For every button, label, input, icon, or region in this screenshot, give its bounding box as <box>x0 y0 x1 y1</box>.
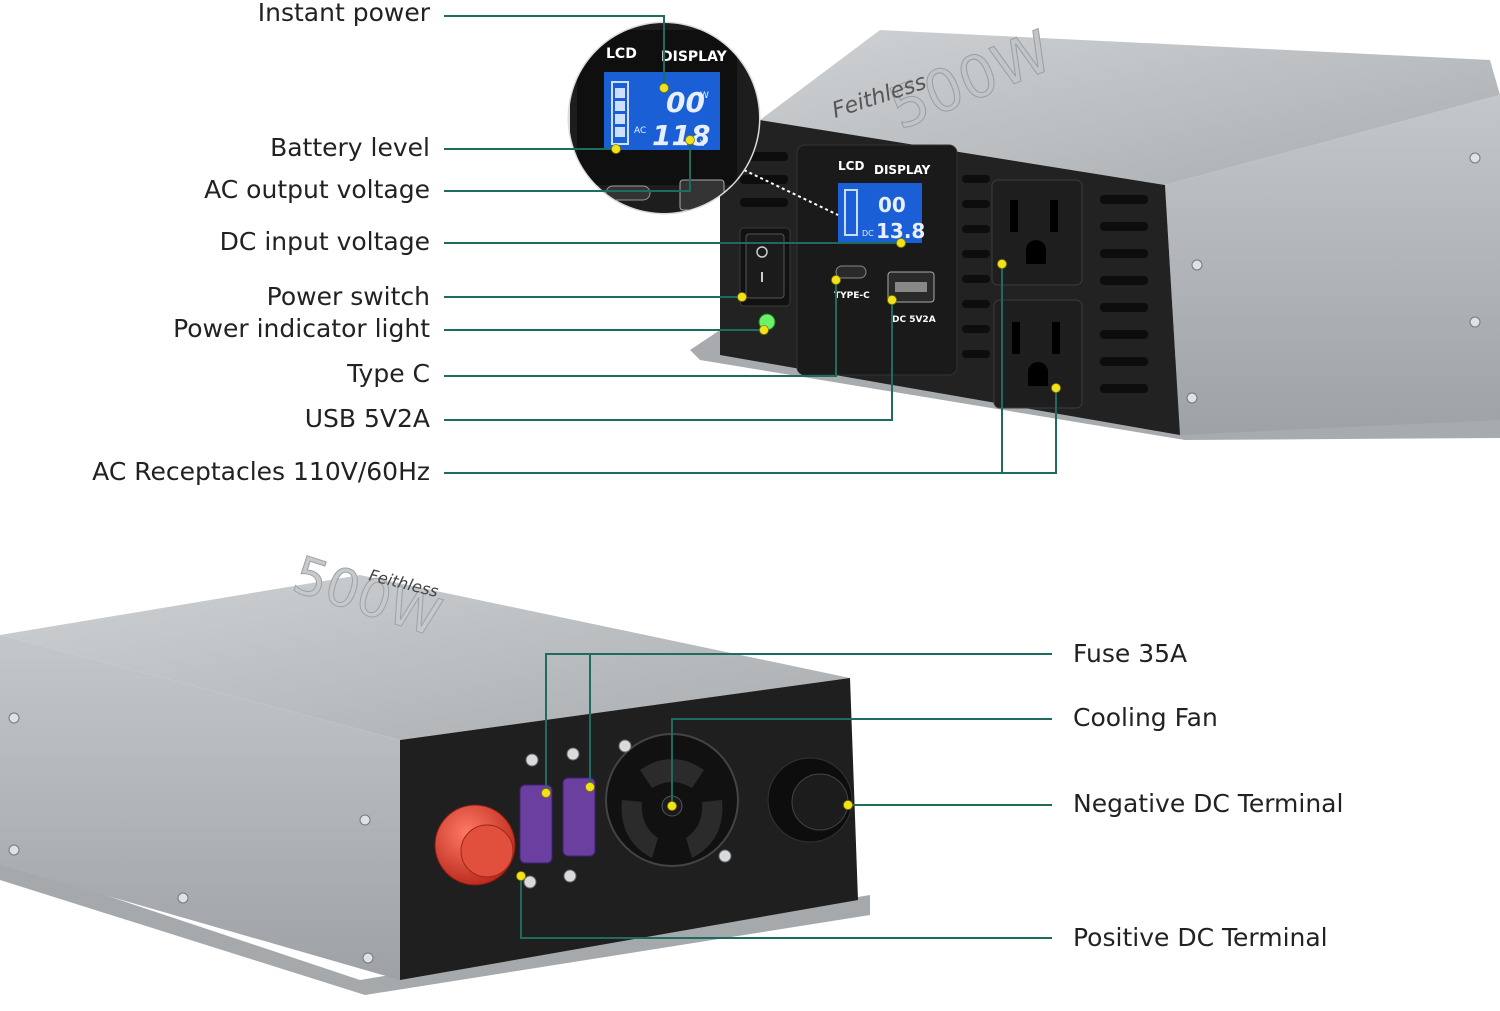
leader-ac-output <box>444 142 691 192</box>
zoom-volts: 118 <box>652 119 710 152</box>
case-side <box>0 635 400 980</box>
panel-display-text: DISPLAY <box>874 163 931 177</box>
ac-outlet-upper <box>991 179 1083 286</box>
leader-cooling-fan <box>671 718 1052 806</box>
label-dc-input-voltage: DC input voltage <box>219 227 430 256</box>
leader-type-c <box>444 280 837 377</box>
panel-mode: DC <box>862 229 874 238</box>
usb-label: DC 5V2A <box>892 315 936 325</box>
label-ac-receptacles: AC Receptacles 110V/60Hz <box>92 457 430 486</box>
type-c-port <box>835 265 867 279</box>
leader-usb <box>444 300 893 421</box>
zoom-unit-w: W <box>700 91 709 101</box>
leader-positive <box>520 876 1052 939</box>
zoom-unit-v: V <box>700 139 707 149</box>
label-battery-level: Battery level <box>270 133 430 162</box>
zoom-lcd-text: LCD <box>606 46 637 62</box>
label-power-indicator-light: Power indicator light <box>173 314 430 343</box>
leader-fuse <box>545 653 1052 793</box>
zoom-watts: 00 <box>666 86 705 119</box>
zoom-mode: AC <box>634 126 646 136</box>
label-usb-5v2a: USB 5V2A <box>304 404 430 433</box>
label-instant-power: Instant power <box>257 0 430 27</box>
vents-right <box>1100 195 1148 393</box>
case-side <box>1165 95 1500 435</box>
vents-left <box>740 152 788 207</box>
panel-watts: 00 <box>878 193 906 217</box>
label-fuse: Fuse 35A <box>1073 639 1188 668</box>
label-ac-output-voltage: AC output voltage <box>204 175 430 204</box>
panel-lcd-text: LCD <box>838 159 864 173</box>
label-positive-dc-terminal: Positive DC Terminal <box>1073 923 1328 952</box>
leader-instant-power <box>444 15 665 86</box>
rear-inverter-image: 500W Feithless <box>0 545 870 995</box>
label-negative-dc-terminal: Negative DC Terminal <box>1073 789 1344 818</box>
callout-dots <box>516 83 1061 881</box>
typec-label: TYPE-C <box>834 291 870 301</box>
vents-middle <box>962 175 990 358</box>
case-top <box>0 575 850 740</box>
fuse-left <box>519 784 553 864</box>
fuse-right <box>562 777 596 857</box>
leader-ac-receptacles <box>444 388 1057 474</box>
label-cooling-fan: Cooling Fan <box>1073 703 1218 732</box>
control-panel <box>796 144 958 376</box>
ac-outlet-lower <box>993 299 1083 409</box>
label-type-c: Type C <box>347 359 430 388</box>
zoom-display-text: DISPLAY <box>661 49 728 65</box>
panel-lcd-screen <box>838 183 922 243</box>
leader-lines <box>444 15 1057 939</box>
label-power-switch: Power switch <box>266 282 430 311</box>
